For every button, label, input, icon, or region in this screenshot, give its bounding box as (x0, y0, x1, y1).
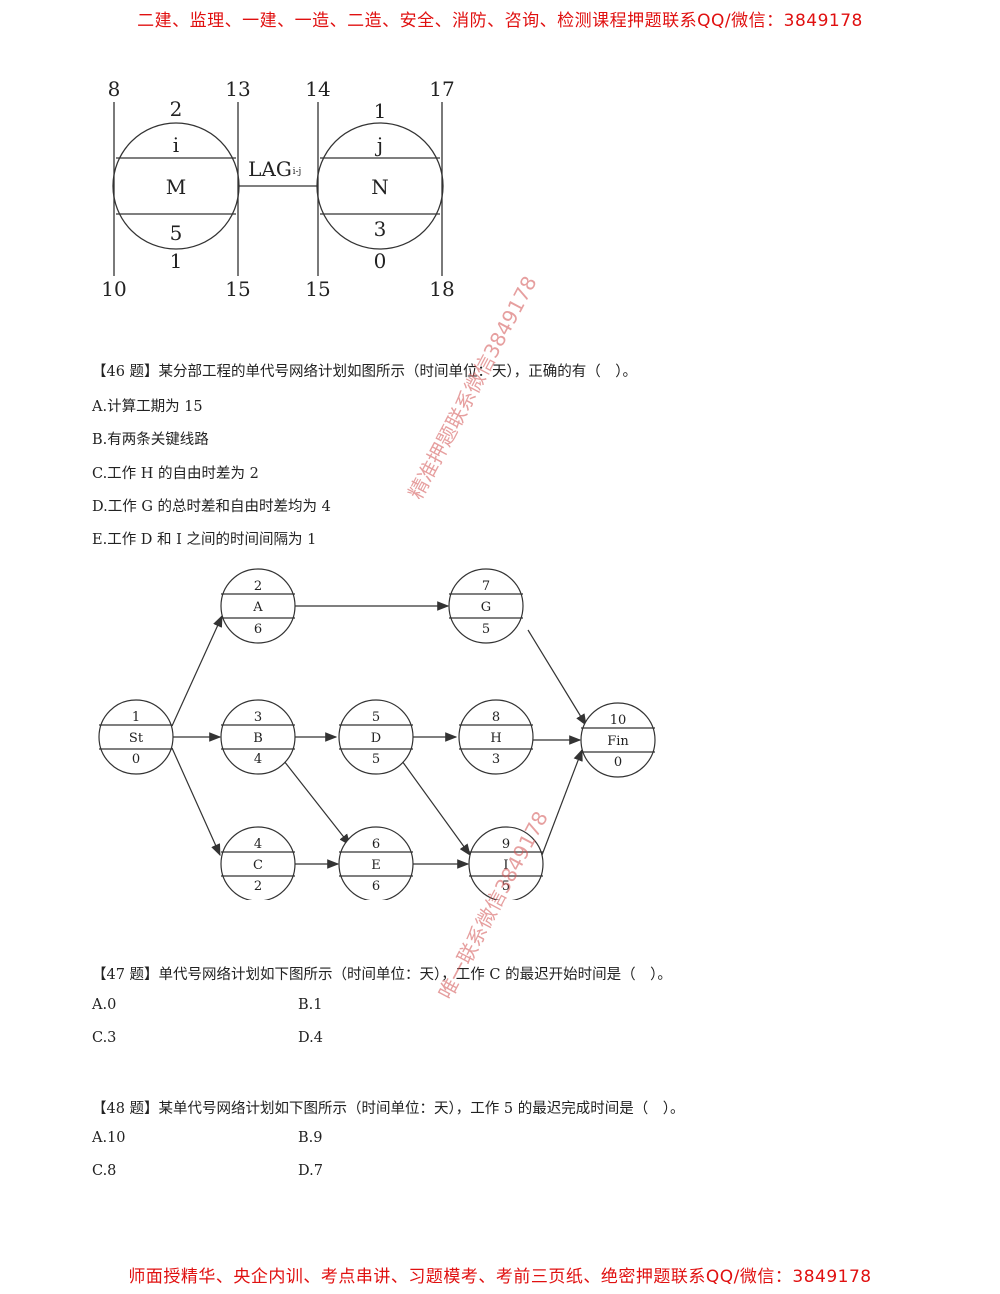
q48-option-a: A.10 (92, 1130, 126, 1146)
q47-stem: 【47 题】单代号网络计划如下图所示（时间单位：天），工作 C 的最迟开始时间是… (92, 967, 672, 983)
node-b-name: B (253, 731, 263, 746)
node-st-dur: 0 (132, 752, 140, 767)
q47-option-a: A.0 (92, 997, 117, 1013)
bottom-banner: 师面授精华、央企内训、考点串讲、习题模考、考前三页纸、绝密押题联系QQ/微信：3… (128, 1267, 872, 1287)
q46-option-d: D.工作 G 的总时差和自由时差均为 4 (92, 499, 331, 515)
node-c-num: 4 (254, 837, 262, 852)
node-c-name: C (253, 858, 263, 873)
node-m-below: 1 (170, 249, 183, 273)
q46-option-a: A.计算工期为 15 (92, 399, 203, 415)
node-st-num: 1 (132, 710, 140, 725)
lag-subscript: i-j (293, 167, 302, 177)
q48-stem: 【48 题】某单代号网络计划如下图所示（时间单位：天），工作 5 的最迟完成时间… (92, 1101, 685, 1117)
node-n-bottom: 3 (374, 217, 387, 241)
node-h-name: H (490, 731, 501, 746)
node-a-name: A (252, 600, 263, 615)
node-st-name: St (129, 731, 144, 746)
q46-option-b: B.有两条关键线路 (92, 432, 209, 448)
node-e-dur: 6 (372, 879, 380, 894)
node-fin-dur: 0 (614, 755, 622, 770)
node-b-dur: 4 (254, 752, 262, 767)
lag-diagram: 8 13 14 17 10 15 15 18 2 i M 5 1 1 j N 3… (101, 77, 454, 301)
q47-option-b: B.1 (298, 997, 323, 1013)
q46-stem: 【46 题】某分部工程的单代号网络计划如图所示（时间单位：天），正确的有（ ）。 (92, 364, 638, 380)
q47-option-d: D.4 (298, 1030, 323, 1046)
network-diagram: 1 St 0 2 A 6 3 B 4 4 C 2 5 D 5 6 E 6 7 G… (98, 568, 656, 900)
node-g-num: 7 (482, 579, 490, 594)
node-i-dur: 5 (502, 879, 510, 894)
node-c-dur: 2 (254, 879, 262, 894)
node-m-bottom: 5 (170, 221, 183, 245)
node-h-dur: 3 (492, 752, 500, 767)
node-n-below: 0 (374, 249, 387, 273)
q46-option-c: C.工作 H 的自由时差为 2 (92, 466, 259, 482)
node-i-name: I (503, 858, 508, 873)
node-e-num: 6 (372, 837, 380, 852)
node-n-above: 1 (374, 99, 387, 123)
q46-option-e: E.工作 D 和 I 之间的时间间隔为 1 (92, 532, 317, 548)
top-banner: 二建、监理、一建、一造、二造、安全、消防、咨询、检测课程押题联系QQ/微信：38… (137, 11, 863, 31)
node-m-top: i (173, 133, 179, 157)
lag-grid-top-2: 13 (225, 77, 250, 101)
lag-grid-top-4: 17 (429, 77, 454, 101)
node-d-num: 5 (372, 710, 380, 725)
node-a-dur: 6 (254, 622, 262, 637)
lag-grid-bottom-1: 10 (101, 277, 126, 301)
node-g-name: G (481, 600, 491, 615)
lag-grid-bottom-2: 15 (225, 277, 250, 301)
lag-grid-top-3: 14 (305, 77, 330, 101)
node-a-num: 2 (254, 579, 262, 594)
q48-option-b: B.9 (298, 1130, 323, 1146)
node-fin-num: 10 (610, 713, 627, 728)
q48-option-c: C.8 (92, 1163, 117, 1179)
node-e-name: E (371, 858, 381, 873)
node-n-mid: N (371, 175, 389, 199)
node-g-dur: 5 (482, 622, 490, 637)
lag-grid-bottom-4: 18 (429, 277, 454, 301)
q47-option-c: C.3 (92, 1030, 117, 1046)
q48-option-d: D.7 (298, 1163, 323, 1179)
node-n-top: j (375, 133, 383, 157)
node-d-dur: 5 (372, 752, 380, 767)
node-m-above: 2 (170, 97, 183, 121)
node-fin-name: Fin (607, 734, 629, 749)
node-d-name: D (371, 731, 381, 746)
node-b-num: 3 (254, 710, 262, 725)
node-m-mid: M (166, 175, 186, 199)
node-i-num: 9 (502, 837, 510, 852)
lag-grid-top-1: 8 (108, 77, 121, 101)
lag-label: LAG (248, 157, 292, 181)
lag-grid-bottom-3: 15 (305, 277, 330, 301)
node-h-num: 8 (492, 710, 500, 725)
